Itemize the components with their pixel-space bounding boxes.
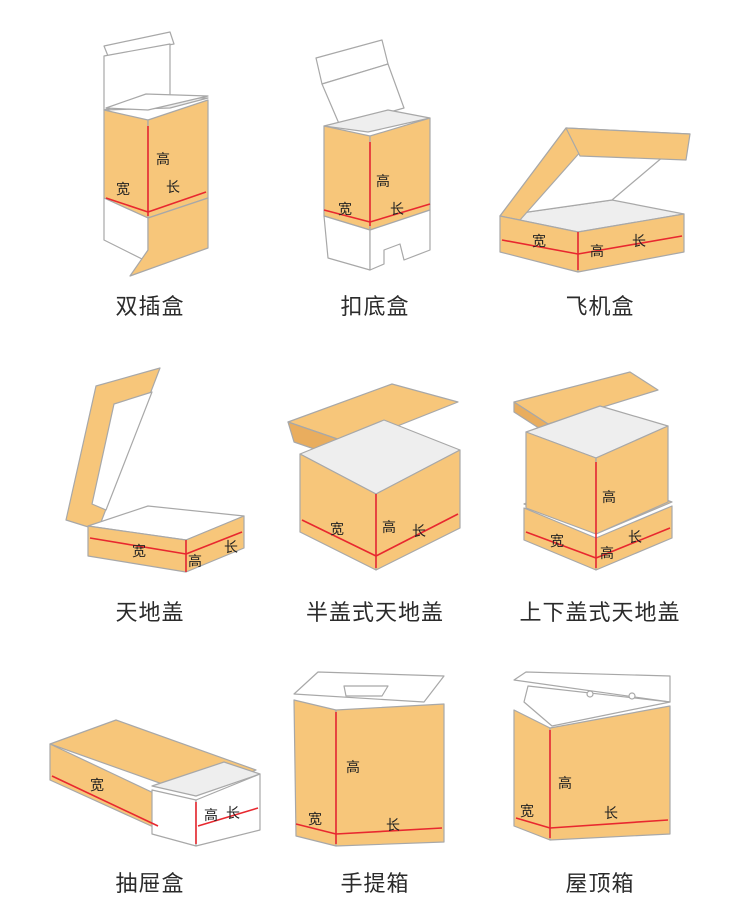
book-lid-box-illustration bbox=[65, 367, 245, 573]
height-label: 高 bbox=[188, 553, 202, 570]
height-label: 高 bbox=[376, 173, 390, 190]
width-label: 宽 bbox=[308, 811, 322, 828]
width-label: 宽 bbox=[116, 181, 130, 198]
width-line bbox=[323, 209, 371, 223]
height-label: 高 bbox=[156, 151, 170, 168]
caption-crash-lock-box: 扣底盒 bbox=[340, 295, 410, 320]
length-line bbox=[185, 531, 243, 555]
length-line bbox=[369, 203, 431, 223]
caption-book-lid-box: 天地盖 bbox=[115, 601, 185, 626]
height-label: 高 bbox=[600, 545, 614, 562]
length-line bbox=[375, 513, 459, 557]
length-label: 长 bbox=[166, 180, 180, 196]
length-line bbox=[549, 819, 669, 829]
caption-drawer-box: 抽屉盒 bbox=[115, 872, 185, 897]
length-label: 长 bbox=[412, 524, 426, 540]
length-label: 长 bbox=[390, 202, 404, 218]
roof-box-illustration bbox=[513, 671, 671, 841]
width-label: 宽 bbox=[132, 543, 146, 560]
width-line bbox=[301, 519, 377, 557]
width-line bbox=[89, 537, 187, 555]
width-line bbox=[105, 197, 149, 213]
height-label: 高 bbox=[382, 519, 396, 536]
width-line bbox=[501, 239, 579, 255]
mailer-box-illustration bbox=[499, 127, 691, 273]
width-label: 宽 bbox=[90, 777, 104, 794]
length-label: 长 bbox=[224, 540, 238, 556]
caption-two-piece-box: 上下盖式天地盖 bbox=[519, 601, 681, 626]
height-label: 高 bbox=[558, 775, 572, 792]
height-label: 高 bbox=[204, 807, 218, 824]
length-line bbox=[595, 527, 671, 559]
drawer-box-illustration bbox=[49, 719, 261, 847]
length-label: 长 bbox=[604, 806, 618, 822]
two-piece-box-illustration bbox=[513, 371, 673, 571]
crash-lock-box-illustration bbox=[315, 39, 431, 271]
height-label: 高 bbox=[346, 759, 360, 776]
width-label: 宽 bbox=[330, 521, 344, 538]
length-line bbox=[147, 191, 207, 213]
caption-double-tuck-box: 双插盒 bbox=[115, 295, 185, 320]
width-line bbox=[51, 775, 159, 827]
length-label: 长 bbox=[226, 806, 240, 822]
length-label: 长 bbox=[628, 530, 642, 546]
length-label: 长 bbox=[632, 234, 646, 250]
width-label: 宽 bbox=[520, 803, 534, 820]
length-line bbox=[197, 807, 259, 827]
width-label: 宽 bbox=[532, 233, 546, 250]
half-lid-box-illustration bbox=[287, 383, 461, 571]
width-label: 宽 bbox=[338, 201, 352, 218]
caption-handle-box: 手提箱 bbox=[340, 872, 410, 897]
width-label: 宽 bbox=[550, 533, 564, 550]
width-line bbox=[295, 823, 337, 835]
length-line bbox=[577, 235, 683, 255]
handle-box-illustration bbox=[293, 671, 445, 847]
double-tuck-box-illustration bbox=[103, 31, 209, 277]
caption-roof-box: 屋顶箱 bbox=[565, 872, 635, 897]
width-line bbox=[515, 817, 551, 829]
length-label: 长 bbox=[386, 818, 400, 834]
caption-half-lid-box: 半盖式天地盖 bbox=[305, 601, 444, 626]
width-line bbox=[525, 531, 597, 559]
caption-mailer-box: 飞机盒 bbox=[565, 295, 635, 320]
height-label: 高 bbox=[590, 243, 604, 260]
length-line bbox=[335, 827, 443, 835]
height-label: 高 bbox=[602, 489, 616, 506]
